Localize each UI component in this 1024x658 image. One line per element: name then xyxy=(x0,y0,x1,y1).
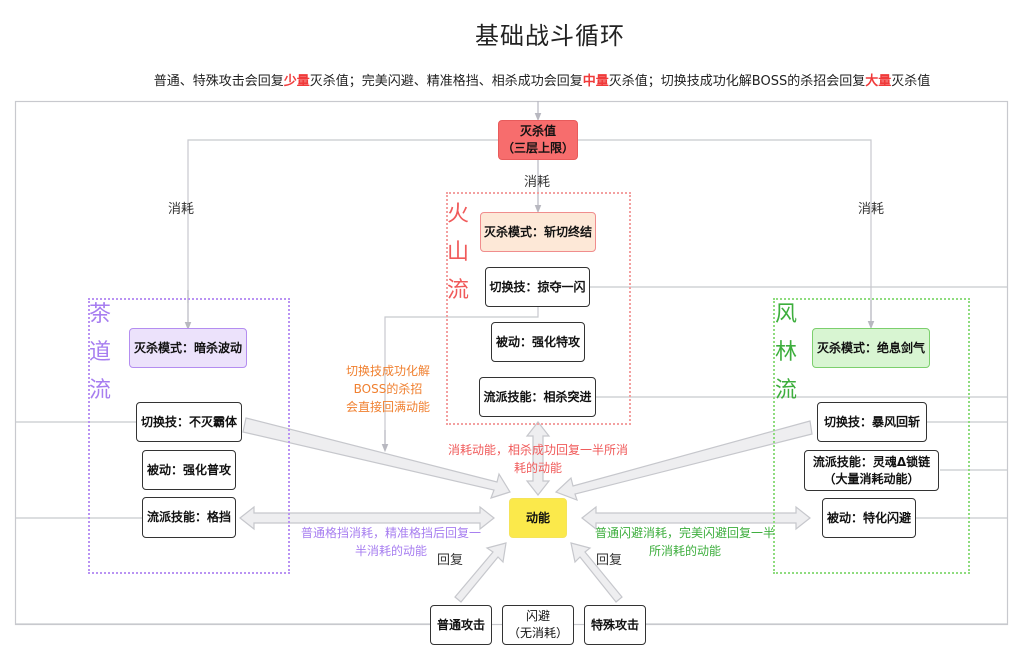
group-fire-char: 流 xyxy=(447,278,470,303)
group-wind-char: 林 xyxy=(775,340,798,365)
block-arrow-wind-switch xyxy=(554,420,813,502)
block-arrow-fire-style xyxy=(525,421,551,496)
highlight-large: 大量 xyxy=(865,74,892,89)
wind-switch-skill-node: 切换技：暴风回斩 xyxy=(817,402,927,442)
line-boss-note xyxy=(384,307,539,445)
dodge-note: （无消耗） xyxy=(507,626,568,640)
subtitle-part: 灭杀值 xyxy=(891,74,931,89)
tea-style-skill-node: 流派技能：格挡 xyxy=(142,497,236,538)
note-wind-energy: 普通闪避消耗，完美闪避回复一半 所消耗的动能 xyxy=(586,524,784,560)
group-fire-name: 火 山 流 xyxy=(447,196,477,310)
note-fire-energy: 消耗动能，相杀成功回复一半所消 耗的动能 xyxy=(440,441,636,477)
block-arrow-tea-style xyxy=(239,505,495,531)
edge-label-recover-right: 回复 xyxy=(596,553,623,568)
highlight-medium: 中量 xyxy=(582,74,609,89)
wind-style-skill-note: （大量消耗动能） xyxy=(823,471,920,486)
group-wind-char: 流 xyxy=(775,378,798,403)
tea-passive-node: 被动：强化普攻 xyxy=(142,450,236,490)
subtitle-part: 灭杀值；切换技成功化解BOSS的杀招会回复 xyxy=(608,74,866,89)
note-line: 消耗动能，相杀成功回复一半所消 xyxy=(447,443,628,457)
consume-line-right xyxy=(578,139,872,322)
fire-switch-skill-node: 切换技：掠夺一闪 xyxy=(485,267,590,307)
wind-style-skill-node: 流派技能：灵魂Δ锁链 （大量消耗动能） xyxy=(804,450,939,491)
wind-passive-node: 被动：特化闪避 xyxy=(822,498,916,538)
edge-label-consume-center: 消耗 xyxy=(524,175,551,190)
wind-style-skill-title: 流派技能：灵魂Δ锁链 xyxy=(812,454,931,469)
note-boss-counter: 切换技成功化解 BOSS的杀招 会直接回满动能 xyxy=(322,362,454,416)
note-line: 耗的动能 xyxy=(513,461,562,475)
note-line: 会直接回满动能 xyxy=(345,400,430,414)
group-fire-char: 山 xyxy=(447,240,470,265)
subtitle-part: 灭杀值；完美闪避、精准格挡、相杀成功会回复 xyxy=(309,74,583,89)
group-wind-name: 风 林 流 xyxy=(775,296,805,410)
page-title: 基础战斗循环 xyxy=(475,22,625,50)
note-line: BOSS的杀招 xyxy=(353,382,423,396)
subtitle-rules: 普通、特殊攻击会回复少量灭杀值；完美闪避、精准格挡、相杀成功会回复中量灭杀值；切… xyxy=(0,70,1024,89)
group-wind-frame xyxy=(773,298,970,574)
note-tea-energy: 普通格挡消耗，精准格挡后回复一 半消耗的动能 xyxy=(290,524,492,560)
group-tea-frame xyxy=(88,298,290,574)
edge-label-recover-left: 回复 xyxy=(437,553,464,568)
group-tea-char: 道 xyxy=(89,340,112,365)
note-line: 所消耗的动能 xyxy=(648,544,721,558)
group-fire-frame xyxy=(446,192,631,425)
note-line: 普通闪避消耗，完美闪避回复一半 xyxy=(594,526,775,540)
group-wind-char: 风 xyxy=(775,302,798,327)
fire-passive-node: 被动：强化特攻 xyxy=(491,322,585,362)
kill-value-node: 灭杀值 （三层上限） xyxy=(498,120,578,160)
special-attack-node: 特殊攻击 xyxy=(584,605,646,645)
note-line: 半消耗的动能 xyxy=(354,544,427,558)
subtitle-part: 普通、特殊攻击会回复 xyxy=(153,74,284,89)
block-arrow-wind-passive xyxy=(581,505,811,531)
dodge-node: 闪避 （无消耗） xyxy=(502,605,574,645)
note-line: 切换技成功化解 xyxy=(345,364,430,378)
highlight-small: 少量 xyxy=(283,74,310,89)
energy-node: 动能 xyxy=(509,498,567,538)
block-arrow-special-attack xyxy=(570,542,623,603)
block-arrow-normal-attack xyxy=(454,542,507,603)
group-tea-char: 茶 xyxy=(89,302,112,327)
dodge-title: 闪避 xyxy=(525,609,550,623)
note-line: 普通格挡消耗，精准格挡后回复一 xyxy=(300,526,481,540)
edge-label-consume-right: 消耗 xyxy=(858,202,885,217)
fire-style-skill-node: 流派技能：相杀突进 xyxy=(479,377,596,417)
kill-value-title: 灭杀值 xyxy=(519,124,556,138)
tea-kill-mode-node: 灭杀模式：暗杀波动 xyxy=(129,328,247,368)
edge-label-consume-left: 消耗 xyxy=(168,202,195,217)
block-arrow-tea-switch xyxy=(242,417,511,499)
consume-line-left xyxy=(187,139,498,303)
fire-kill-mode-node: 灭杀模式：斩切终结 xyxy=(480,212,596,252)
kill-value-cap: （三层上限） xyxy=(501,141,574,155)
group-tea-name: 茶 道 流 xyxy=(89,296,119,410)
tea-switch-skill-node: 切换技：不灭霸体 xyxy=(136,402,242,442)
group-fire-char: 火 xyxy=(447,202,470,227)
normal-attack-node: 普通攻击 xyxy=(430,605,492,645)
wind-kill-mode-node: 灭杀模式：绝息剑气 xyxy=(812,328,930,368)
group-tea-char: 流 xyxy=(89,378,112,403)
